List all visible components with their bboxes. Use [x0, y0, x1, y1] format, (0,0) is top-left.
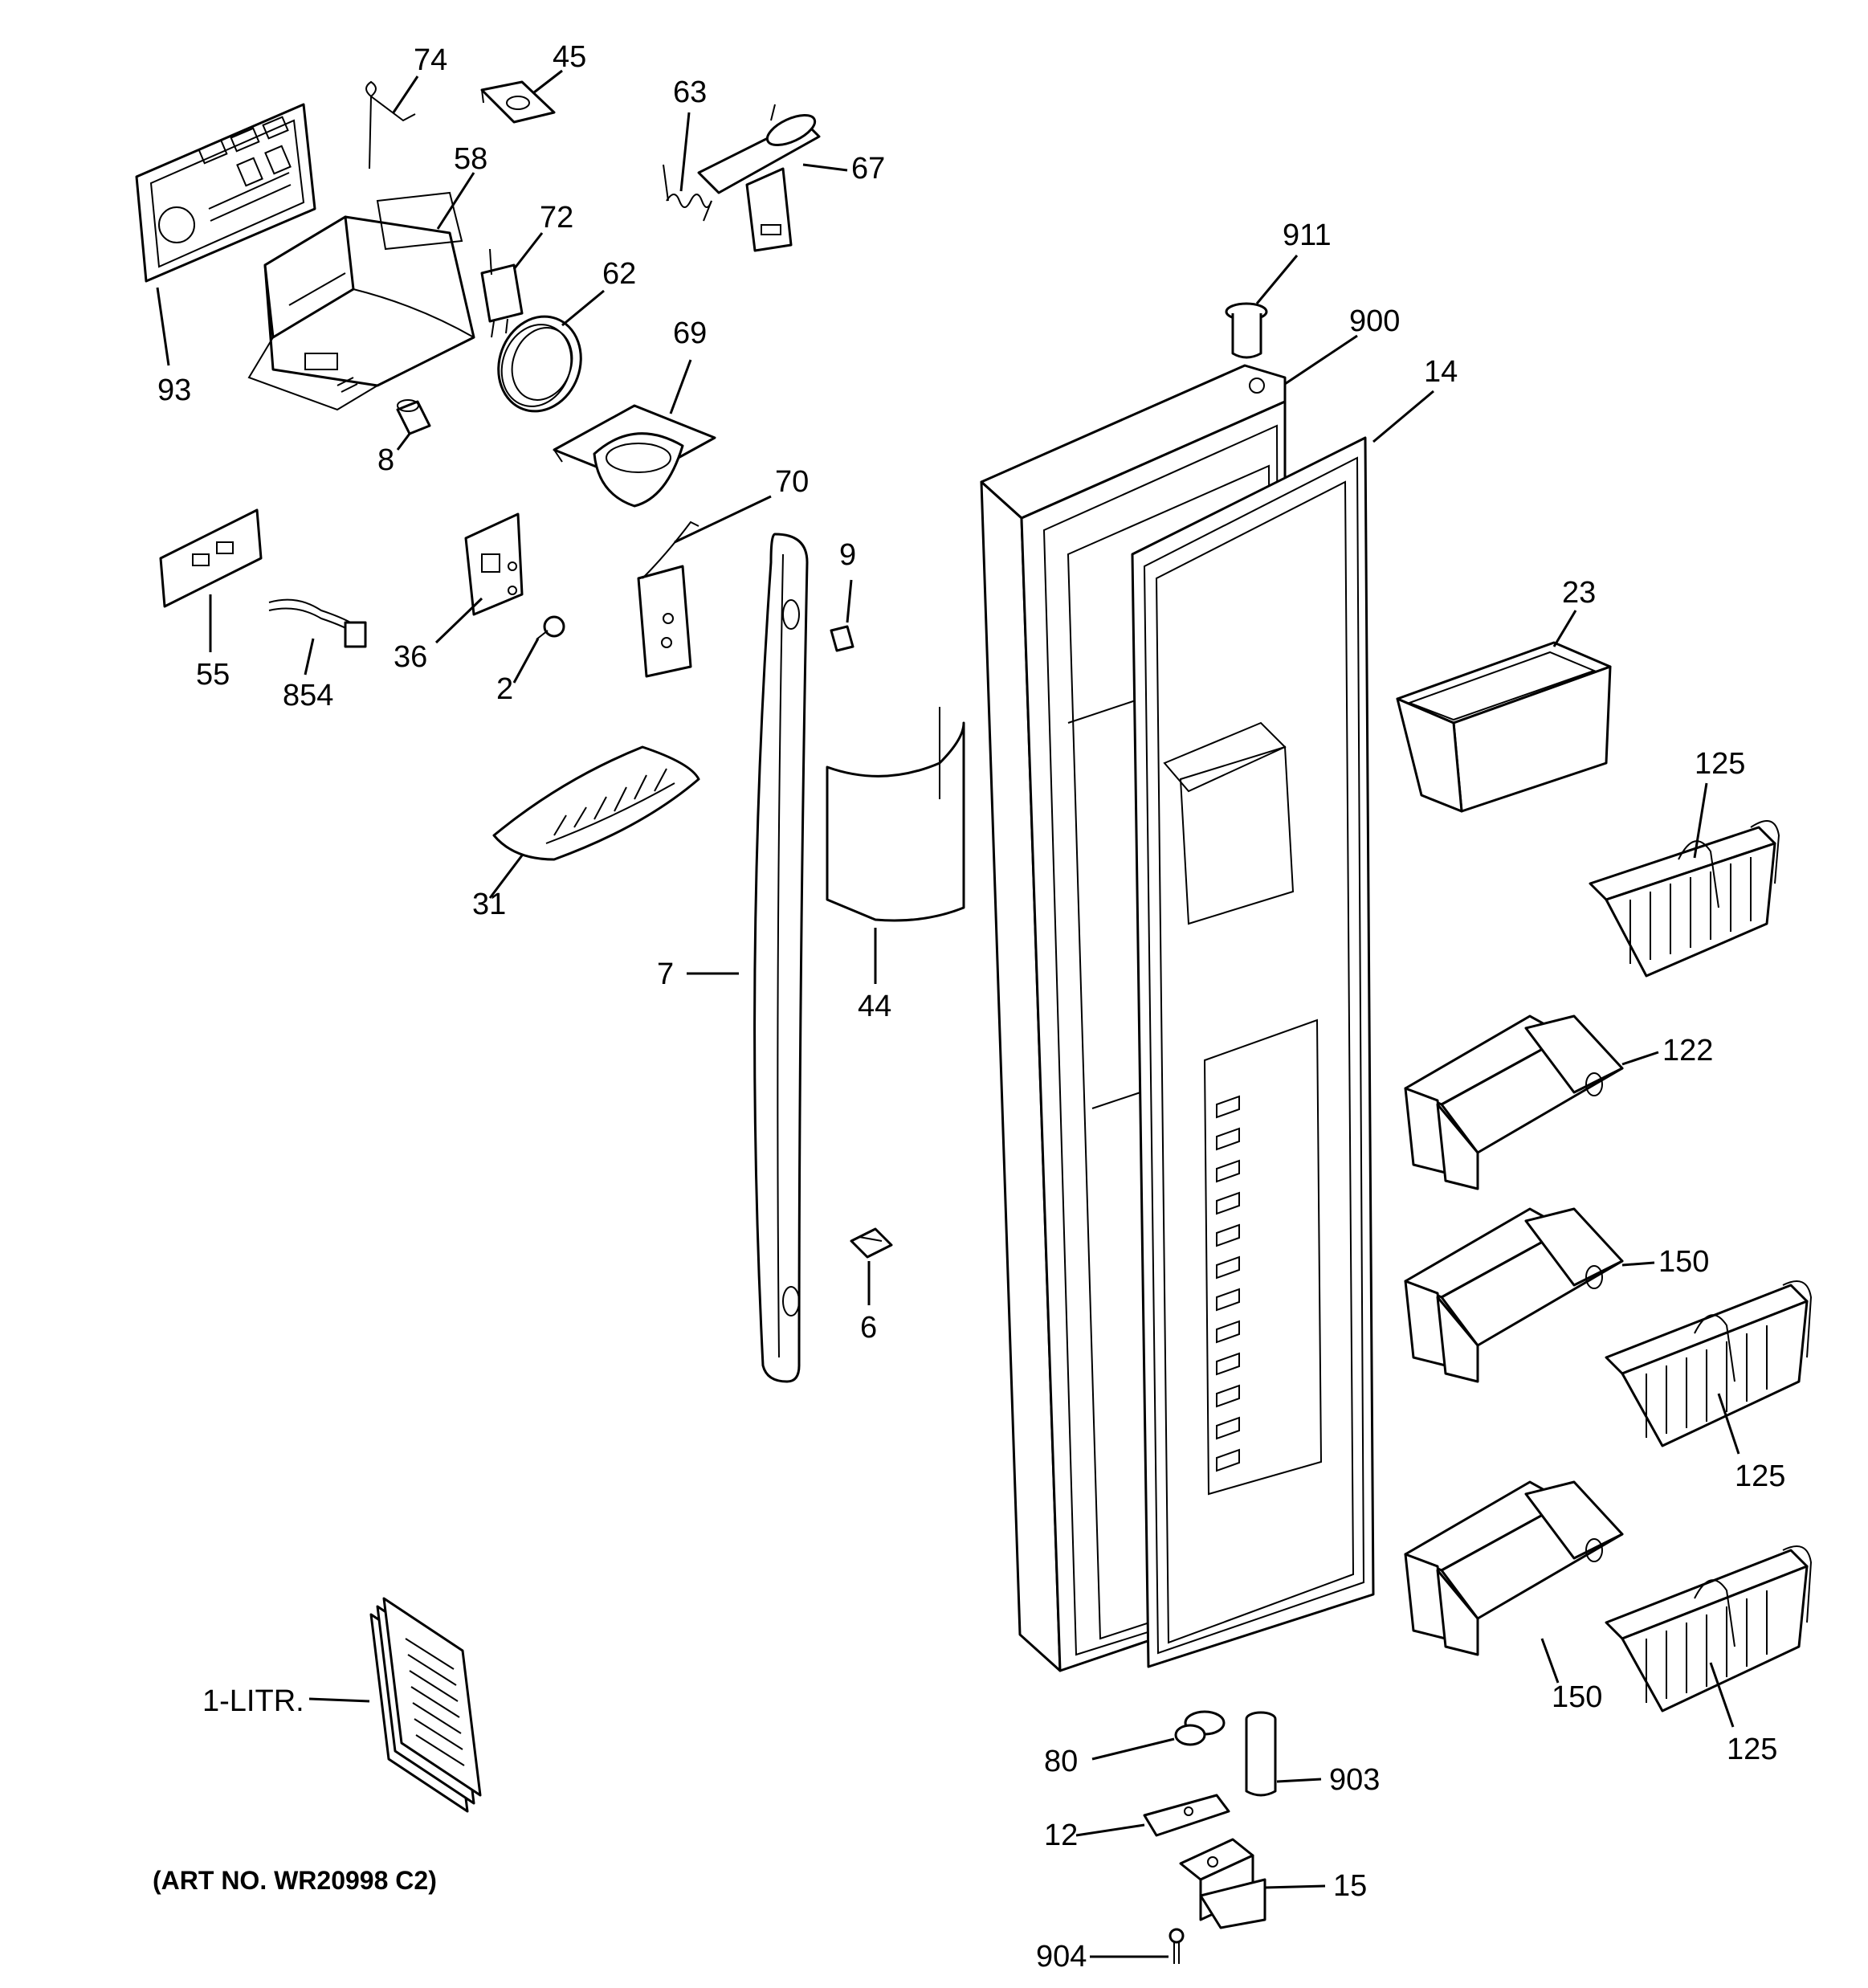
part-150-bin-low: [1404, 1480, 1624, 1656]
callout-122: 122: [1662, 1034, 1713, 1067]
part-903-pin: [1245, 1711, 1277, 1797]
part-7-handle: [753, 533, 809, 1383]
part-854-harness: [268, 598, 367, 648]
callout-74: 74: [414, 43, 447, 77]
callout-15: 15: [1333, 1869, 1367, 1903]
part-122-bin: [1404, 1014, 1624, 1190]
part-45-bracket: [480, 80, 556, 124]
callout-854: 854: [283, 679, 333, 712]
part-36-bracket: [464, 512, 524, 616]
part-72-switch: [480, 248, 524, 338]
part-150-bin-mid: [1404, 1207, 1624, 1383]
callout-14: 14: [1424, 355, 1458, 389]
part-44-cover: [826, 707, 965, 922]
part-23-bin: [1396, 641, 1612, 813]
callout-93: 93: [157, 374, 191, 407]
callout-125a: 125: [1695, 747, 1745, 781]
callout-125c: 125: [1727, 1733, 1777, 1766]
callout-1-litr: 1-LITR.: [202, 1684, 304, 1718]
callout-900: 900: [1349, 304, 1400, 338]
callout-7: 7: [657, 957, 674, 991]
callout-9: 9: [839, 538, 856, 572]
callout-36: 36: [394, 640, 427, 674]
part-14-gasket: [1131, 436, 1375, 1668]
part-8-plug: [396, 399, 431, 435]
part-6-insert: [850, 1227, 893, 1259]
callout-904: 904: [1036, 1940, 1087, 1974]
part-80-bushing: [1174, 1710, 1226, 1746]
part-69-funnel: [553, 404, 716, 508]
callout-70: 70: [775, 465, 809, 499]
part-31-grille: [492, 745, 700, 861]
callout-31: 31: [472, 888, 506, 921]
callout-45: 45: [553, 40, 586, 74]
callout-69: 69: [673, 316, 707, 350]
part-9-nut: [830, 625, 854, 652]
part-904-screw: [1169, 1928, 1185, 1964]
part-2-screw: [536, 615, 565, 640]
callout-67: 67: [851, 152, 885, 186]
callout-8: 8: [377, 443, 394, 477]
callout-911: 911: [1283, 218, 1332, 252]
art-number: (ART NO. WR20998 C2): [153, 1866, 437, 1895]
callout-62: 62: [602, 257, 636, 291]
part-55-board: [159, 508, 263, 608]
part-125-wire-shelf-mid: [1605, 1280, 1813, 1447]
callout-55: 55: [196, 658, 230, 692]
callout-150a: 150: [1658, 1245, 1709, 1279]
callout-12: 12: [1044, 1819, 1078, 1852]
callout-903: 903: [1329, 1763, 1380, 1797]
door-liner-rails: [1216, 1095, 1240, 1472]
part-58-housing: [247, 191, 475, 411]
part-15-hinge: [1179, 1838, 1266, 1929]
part-1-literature-booklet: [369, 1597, 482, 1813]
callout-6: 6: [860, 1311, 877, 1345]
callout-2: 2: [496, 672, 513, 706]
callout-labels: 74 45 63 67 58 72 62 93 69 8 911 900 14 …: [153, 40, 1785, 1974]
part-93-control-panel: [135, 103, 316, 283]
callout-23: 23: [1562, 576, 1596, 610]
callout-125b: 125: [1735, 1459, 1785, 1493]
part-67-lever: [697, 104, 821, 252]
callout-72: 72: [540, 201, 573, 235]
part-125-wire-shelf-top: [1589, 820, 1780, 978]
part-70-bracket: [637, 520, 699, 678]
callout-63: 63: [673, 76, 707, 109]
part-62-ring: [497, 315, 582, 413]
callout-44: 44: [858, 990, 891, 1023]
callout-80: 80: [1044, 1745, 1078, 1778]
callout-150b: 150: [1552, 1680, 1602, 1714]
callout-58: 58: [454, 142, 487, 176]
part-911-bushing: [1225, 302, 1268, 359]
part-74-spring: [365, 80, 416, 169]
part-63-spring: [663, 164, 712, 222]
part-125-wire-shelf-low: [1605, 1545, 1813, 1712]
part-12-plate: [1143, 1794, 1230, 1837]
